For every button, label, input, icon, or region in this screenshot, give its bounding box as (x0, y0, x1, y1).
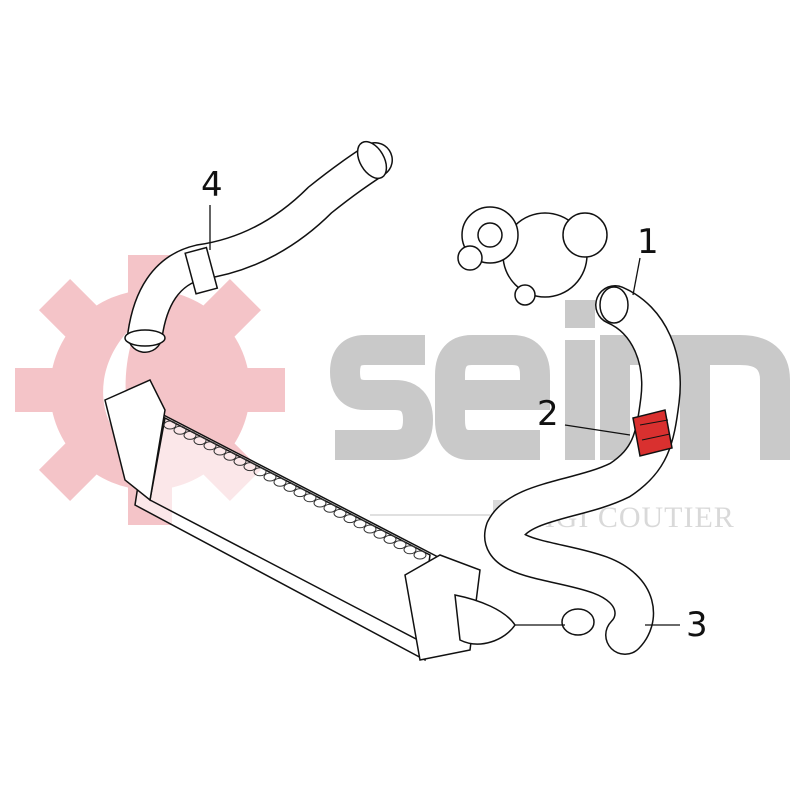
callout-3: 3 (686, 605, 708, 645)
cooler-fin (233, 456, 247, 466)
callout-2: 2 (537, 394, 559, 434)
cooler-fin (183, 430, 197, 440)
cooler-fin (403, 545, 417, 555)
leader-lines (209, 205, 680, 626)
cooler-fin (193, 436, 207, 446)
cooler-fin (333, 508, 347, 518)
watermark-brand-logo (329, 300, 790, 460)
cooler-fin (173, 425, 187, 435)
cooler-fin (393, 540, 407, 550)
cooler-fin (353, 519, 367, 529)
cooler-fin (273, 477, 287, 487)
cooler-fin (203, 441, 217, 451)
cooler-fin (383, 534, 397, 544)
cooler-fin (373, 529, 387, 539)
cooler-fin (323, 503, 337, 513)
callout-1: 1 (637, 222, 659, 262)
cooler-fin (413, 550, 427, 560)
part-1-3-hose (484, 285, 681, 655)
cooler-fin (343, 514, 357, 524)
callout-4: 4 (201, 165, 223, 205)
cooler-fin (263, 472, 277, 482)
cooler-fin (213, 446, 227, 456)
cooler-fin (253, 467, 267, 477)
cooler-fin (363, 524, 377, 534)
cooler-fin (283, 482, 297, 492)
cooler-fin (223, 451, 237, 461)
cooler-fin (243, 462, 257, 472)
part-2-clamp (632, 409, 673, 457)
cooler-fin (163, 420, 177, 430)
cooler-fin (303, 493, 317, 503)
turbocharger (457, 206, 608, 306)
cooler-fin (313, 498, 327, 508)
intercooler (104, 379, 516, 662)
part-4-hose (124, 140, 393, 353)
cooler-fin (293, 488, 307, 498)
